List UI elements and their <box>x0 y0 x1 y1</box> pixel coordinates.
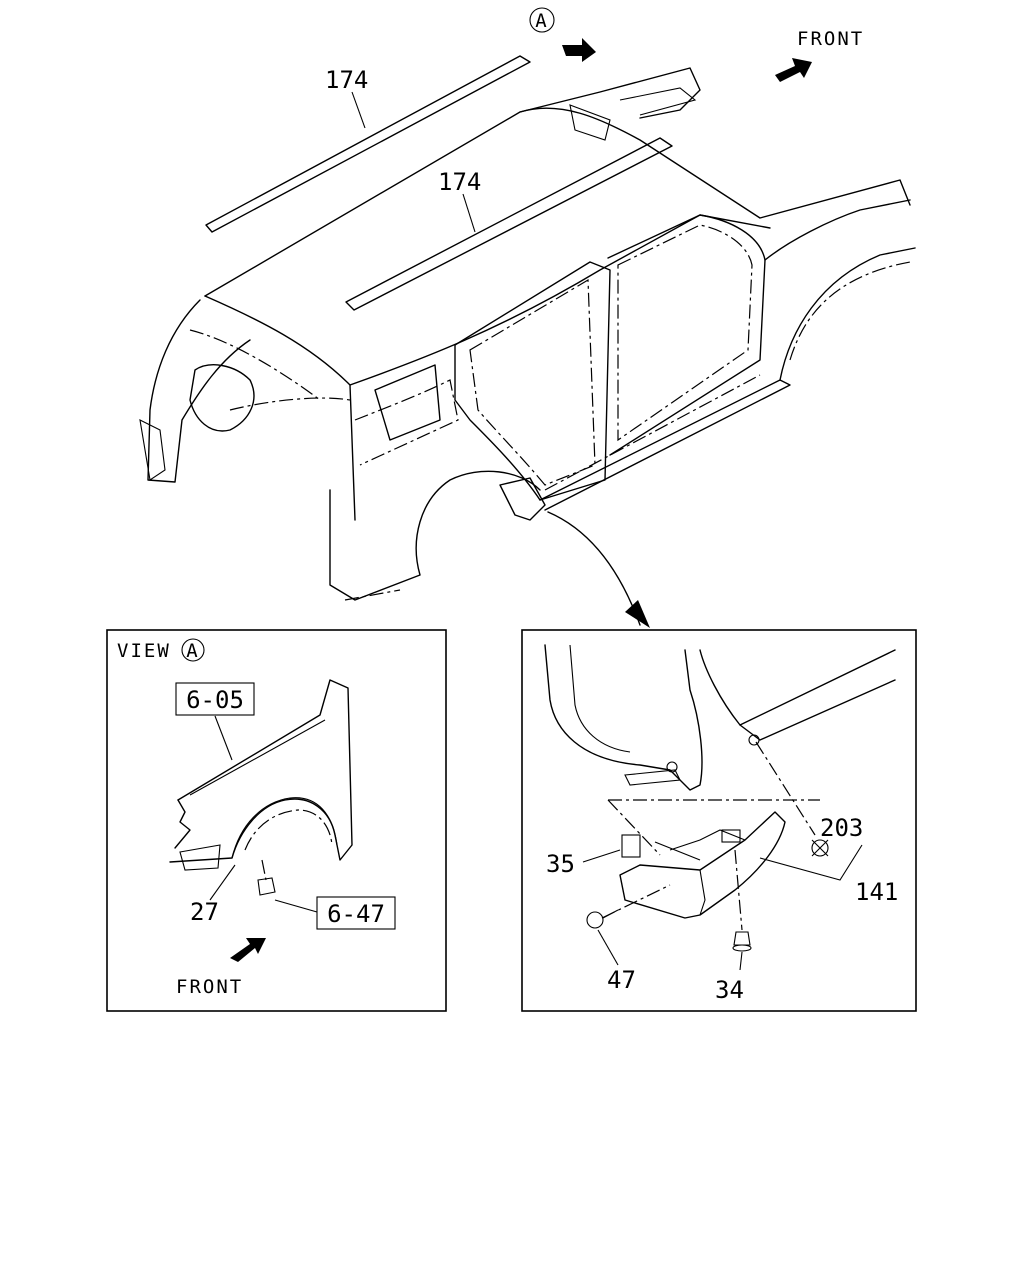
callout-174-lower: 174 <box>438 168 481 196</box>
ref-box-6-05: 6-05 <box>186 686 244 714</box>
clip-34-part <box>733 931 751 946</box>
front-indicator-top: FRONT <box>775 28 864 82</box>
view-a-title-marker: A <box>186 640 199 662</box>
roof-molding-right <box>345 137 673 311</box>
vehicle-body-drawing <box>139 55 916 628</box>
callout-34: 34 <box>715 976 744 1004</box>
callout-47: 47 <box>607 966 636 994</box>
front-arrow-icon-view-a <box>230 938 266 962</box>
mud-guard-detail-panel: 35 203 141 47 34 <box>521 629 917 1012</box>
front-label-view-a: FRONT <box>176 976 243 998</box>
front-fender-drawing <box>169 679 353 896</box>
front-arrow-icon <box>775 58 812 82</box>
view-a-title-circle-icon <box>181 638 205 662</box>
clip-35-part <box>621 834 641 858</box>
view-a-arrow-icon <box>562 38 596 62</box>
screw-203-part <box>811 839 829 857</box>
callout-141: 141 <box>855 878 898 906</box>
front-label-top: FRONT <box>797 28 864 50</box>
view-a-marker-label: A <box>535 10 548 32</box>
view-a-panel: VIEW A 6-05 27 6-47 FRONT <box>106 629 447 1012</box>
view-a-circle-icon <box>529 7 555 33</box>
roof-molding-left <box>205 55 531 233</box>
callout-27: 27 <box>190 898 219 926</box>
mud-guard-location <box>499 477 546 521</box>
mud-guard-part <box>619 811 786 919</box>
view-a-marker: A <box>529 7 596 62</box>
callout-174-upper: 174 <box>325 66 368 94</box>
ref-box-6-47: 6-47 <box>327 900 385 928</box>
screw-47-part <box>586 911 604 929</box>
callout-203: 203 <box>820 814 863 842</box>
callout-35: 35 <box>546 850 575 878</box>
leader-arrow-icon <box>625 600 650 628</box>
view-a-title: VIEW <box>117 640 171 662</box>
